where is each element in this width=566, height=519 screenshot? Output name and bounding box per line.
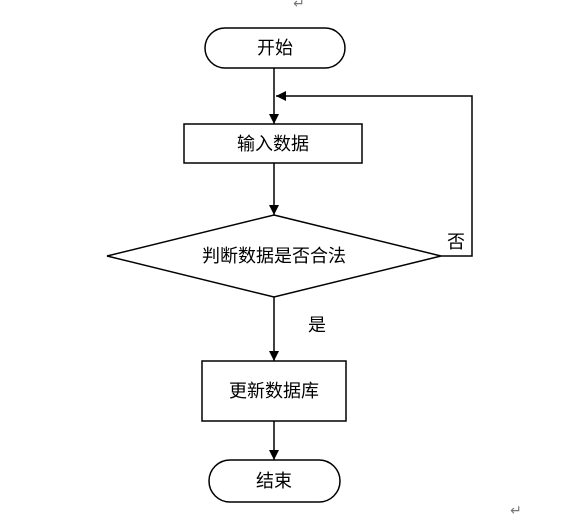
- update-label: 更新数据库: [229, 381, 319, 402]
- yes-label: 是: [308, 315, 326, 336]
- paragraph-mark-bottom: ↵: [510, 503, 522, 519]
- start-label: 开始: [257, 38, 293, 59]
- update-node: 更新数据库: [201, 360, 347, 422]
- end-node: 结束: [208, 459, 341, 503]
- start-shape: [204, 27, 346, 69]
- input-label: 输入数据: [237, 134, 309, 155]
- update-shape: [201, 360, 347, 422]
- paragraph-mark-top: ↵: [293, 0, 305, 12]
- decision-label: 判断数据是否合法: [202, 246, 346, 267]
- end-label: 结束: [256, 471, 292, 492]
- end-shape: [208, 459, 341, 503]
- decision-node: 判断数据是否合法: [106, 214, 442, 298]
- no-label: 否: [447, 232, 465, 253]
- input-shape: [183, 123, 363, 164]
- input-node: 输入数据: [183, 123, 363, 164]
- start-node: 开始: [204, 27, 346, 69]
- edge-decision-no-loop: [276, 91, 473, 257]
